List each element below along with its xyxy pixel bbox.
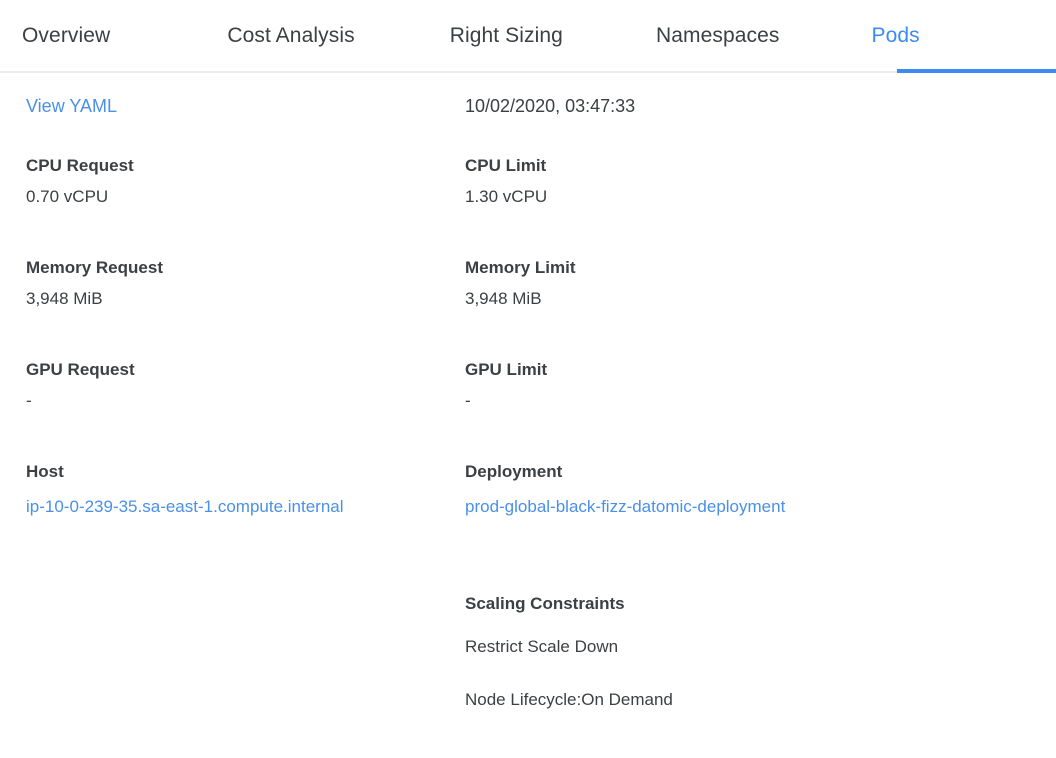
- tab-namespaces-label: Namespaces: [655, 23, 780, 47]
- cpu-limit-label: CPU Limit: [465, 156, 547, 175]
- gpu-limit-label: GPU Limit: [465, 360, 548, 379]
- cpu-request-label: CPU Request: [26, 156, 134, 175]
- gpu-limit-value: -: [465, 391, 471, 410]
- field-cpu-limit: CPU Limit 1.30 vCPU: [465, 155, 547, 208]
- scaling-constraints-section: Scaling Constraints Restrict Scale Down …: [465, 593, 673, 711]
- tab-cost-analysis-label: Cost Analysis: [227, 23, 355, 47]
- gpu-request-value: -: [26, 391, 32, 410]
- field-gpu-limit: GPU Limit -: [465, 359, 547, 412]
- tab-cost-analysis[interactable]: Cost Analysis: [227, 24, 354, 48]
- deployment-link[interactable]: prod-global-black-fizz-datomic-deploymen…: [465, 497, 786, 516]
- constraint-node-lifecycle: Node Lifecycle:On Demand: [465, 690, 673, 709]
- view-yaml-row: View YAML: [26, 95, 117, 117]
- tab-right-sizing[interactable]: Right Sizing: [450, 24, 563, 48]
- tab-namespaces[interactable]: Namespaces: [656, 24, 780, 48]
- active-tab-indicator: [897, 69, 1056, 73]
- field-memory-request: Memory Request 3,948 MiB: [26, 257, 163, 310]
- memory-limit-value: 3,948 MiB: [465, 289, 542, 308]
- cpu-limit-value: 1.30 vCPU: [465, 187, 548, 206]
- field-memory-limit: Memory Limit 3,948 MiB: [465, 257, 576, 310]
- tab-right-sizing-label: Right Sizing: [449, 23, 563, 47]
- cpu-request-value: 0.70 vCPU: [26, 187, 109, 206]
- memory-request-value: 3,948 MiB: [26, 289, 103, 308]
- pod-timestamp: 10/02/2020, 03:47:33: [465, 96, 636, 116]
- field-gpu-request: GPU Request -: [26, 359, 135, 412]
- field-cpu-request: CPU Request 0.70 vCPU: [26, 155, 134, 208]
- tab-overview-label: Overview: [22, 23, 111, 47]
- tab-bar-divider: [0, 71, 1056, 73]
- host-label: Host: [26, 462, 64, 481]
- memory-limit-label: Memory Limit: [465, 258, 576, 277]
- tab-list: Overview Cost Analysis Right Sizing Name…: [0, 0, 1056, 71]
- tab-pods-label: Pods: [871, 23, 920, 47]
- view-yaml-link[interactable]: View YAML: [26, 96, 118, 116]
- gpu-request-label: GPU Request: [26, 360, 135, 379]
- tab-pods[interactable]: Pods: [872, 24, 920, 48]
- field-deployment: Deployment prod-global-black-fizz-datomi…: [465, 461, 785, 522]
- constraint-restrict-scale-down: Restrict Scale Down: [465, 637, 619, 656]
- host-link[interactable]: ip-10-0-239-35.sa-east-1.compute.interna…: [26, 497, 344, 516]
- tab-bar: Overview Cost Analysis Right Sizing Name…: [0, 0, 1056, 73]
- scaling-constraints-label: Scaling Constraints: [465, 594, 625, 613]
- field-host: Host ip-10-0-239-35.sa-east-1.compute.in…: [26, 461, 344, 522]
- timestamp-row: 10/02/2020, 03:47:33: [465, 95, 635, 117]
- deployment-label: Deployment: [465, 462, 563, 481]
- tab-overview[interactable]: Overview: [22, 24, 110, 48]
- memory-request-label: Memory Request: [26, 258, 163, 277]
